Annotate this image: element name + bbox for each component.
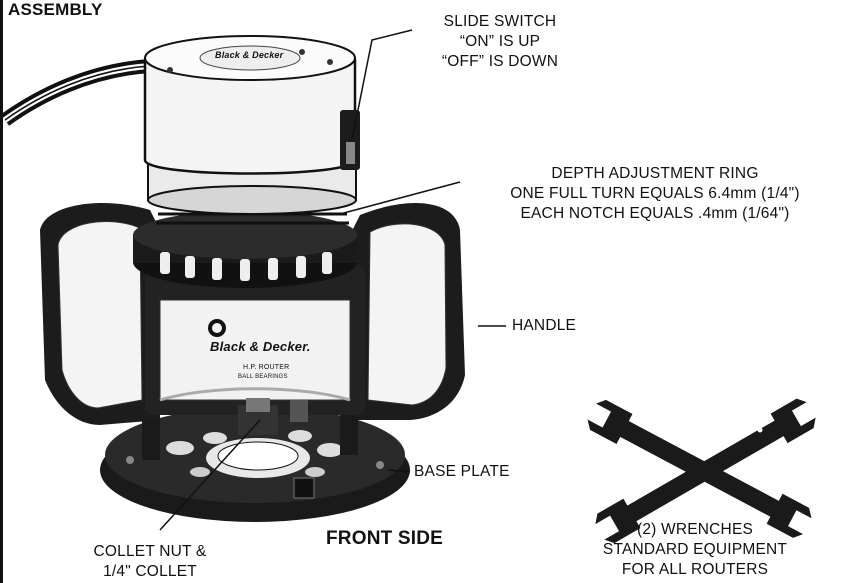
motor-housing xyxy=(143,35,357,215)
page-heading: ASSEMBLY xyxy=(8,0,103,19)
depth-ring-line-2: ONE FULL TURN EQUALS 6.4mm (1/4") xyxy=(510,185,800,202)
brand-plate-model: H.P. ROUTER xyxy=(243,364,290,371)
motor-top-brand: Black & Decker xyxy=(215,50,284,60)
power-cord xyxy=(0,59,151,126)
depth-adjustment-ring xyxy=(133,203,357,288)
router-body xyxy=(145,265,365,435)
left-handle xyxy=(40,202,160,460)
page-border xyxy=(0,0,3,583)
depth-ring-line-1: DEPTH ADJUSTMENT RING xyxy=(551,165,759,182)
slide-switch-leader xyxy=(351,29,413,141)
slide-switch-line-1: SLIDE SWITCH xyxy=(443,13,557,30)
base-plate-leader xyxy=(387,469,411,473)
front-side-label: FRONT SIDE xyxy=(326,528,444,549)
depth-ring-line-3: EACH NOTCH EQUALS .4mm (1/64") xyxy=(520,205,790,222)
collet-line-1: COLLET NUT & xyxy=(93,543,207,560)
depth-ring-callout: DEPTH ADJUSTMENT RING ONE FULL TURN EQUA… xyxy=(470,164,840,224)
slide-switch-line-3: “OFF” IS DOWN xyxy=(441,53,559,70)
brand-plate-logo: Black & Decker. xyxy=(210,339,311,354)
base-plate xyxy=(100,407,410,522)
leader-lines xyxy=(159,29,506,531)
collet-leader xyxy=(159,419,261,531)
wrench-icon xyxy=(587,398,816,544)
base-plate-label: BASE PLATE xyxy=(414,463,510,480)
slide-switch xyxy=(340,110,360,170)
handle-label: HANDLE xyxy=(512,317,577,334)
depth-ring-leader xyxy=(339,181,461,215)
collet-line-2: 1/4" COLLET xyxy=(103,563,197,580)
brand-plate-subtitle: BALL BEARINGS xyxy=(238,374,288,380)
wrenches-line-2: STANDARD EQUIPMENT xyxy=(602,541,788,558)
slide-switch-callout: SLIDE SWITCH “ON” IS UP “OFF” IS DOWN xyxy=(420,12,580,72)
wrenches-line-3: FOR ALL ROUTERS xyxy=(621,561,769,578)
wrenches-callout: (2) WRENCHES STANDARD EQUIPMENT FOR ALL … xyxy=(600,520,790,580)
collet-callout: COLLET NUT & 1/4" COLLET xyxy=(70,542,230,582)
right-handle xyxy=(340,203,465,455)
wrenches-line-1: (2) WRENCHES xyxy=(636,521,754,538)
slide-switch-line-2: “ON” IS UP xyxy=(459,33,541,50)
